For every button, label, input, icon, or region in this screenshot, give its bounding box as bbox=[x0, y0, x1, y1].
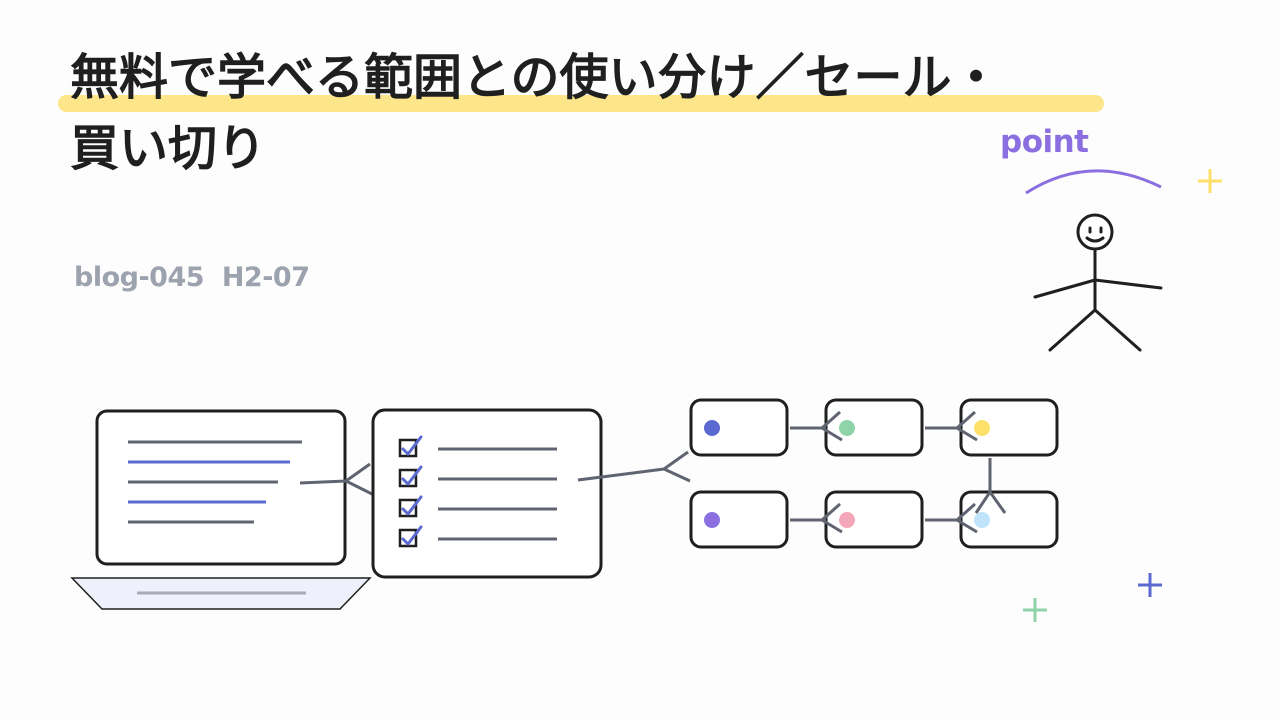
node-dot-r2-c2 bbox=[839, 512, 855, 528]
page-title: 無料で学べる範囲との使い分け／セール・ 買い切り bbox=[70, 42, 1170, 184]
point-label: point bbox=[1000, 124, 1089, 160]
title-line-1: 無料で学べる範囲との使い分け／セール・ bbox=[70, 49, 1001, 106]
node-r2-c1 bbox=[689, 490, 789, 549]
connector-laptop-checklist bbox=[299, 462, 373, 496]
node-dot-r1-c3 bbox=[974, 420, 990, 436]
node-dot-r2-c1 bbox=[704, 512, 720, 528]
stick-figure-icon bbox=[1033, 213, 1163, 352]
point-arc bbox=[1025, 169, 1162, 195]
node-dot-r2-c3 bbox=[974, 512, 990, 528]
plus-icon bbox=[1023, 598, 1047, 622]
node-grid bbox=[689, 398, 1059, 549]
article-code: blog-045 H2-07 bbox=[74, 262, 310, 293]
plus-icon bbox=[1198, 169, 1222, 193]
title-line-2: 買い切り bbox=[70, 120, 267, 177]
connector-checklist-grid bbox=[577, 450, 691, 483]
node-dot-r1-c1 bbox=[704, 420, 720, 436]
node-r1-c1 bbox=[689, 398, 789, 457]
laptop-icon bbox=[70, 409, 372, 610]
checklist-icon bbox=[371, 408, 603, 579]
node-dots bbox=[704, 420, 990, 528]
node-dot-r1-c2 bbox=[839, 420, 855, 436]
plus-icon bbox=[1138, 573, 1162, 597]
title-highlight bbox=[58, 95, 1104, 112]
node-connectors bbox=[790, 410, 1007, 534]
